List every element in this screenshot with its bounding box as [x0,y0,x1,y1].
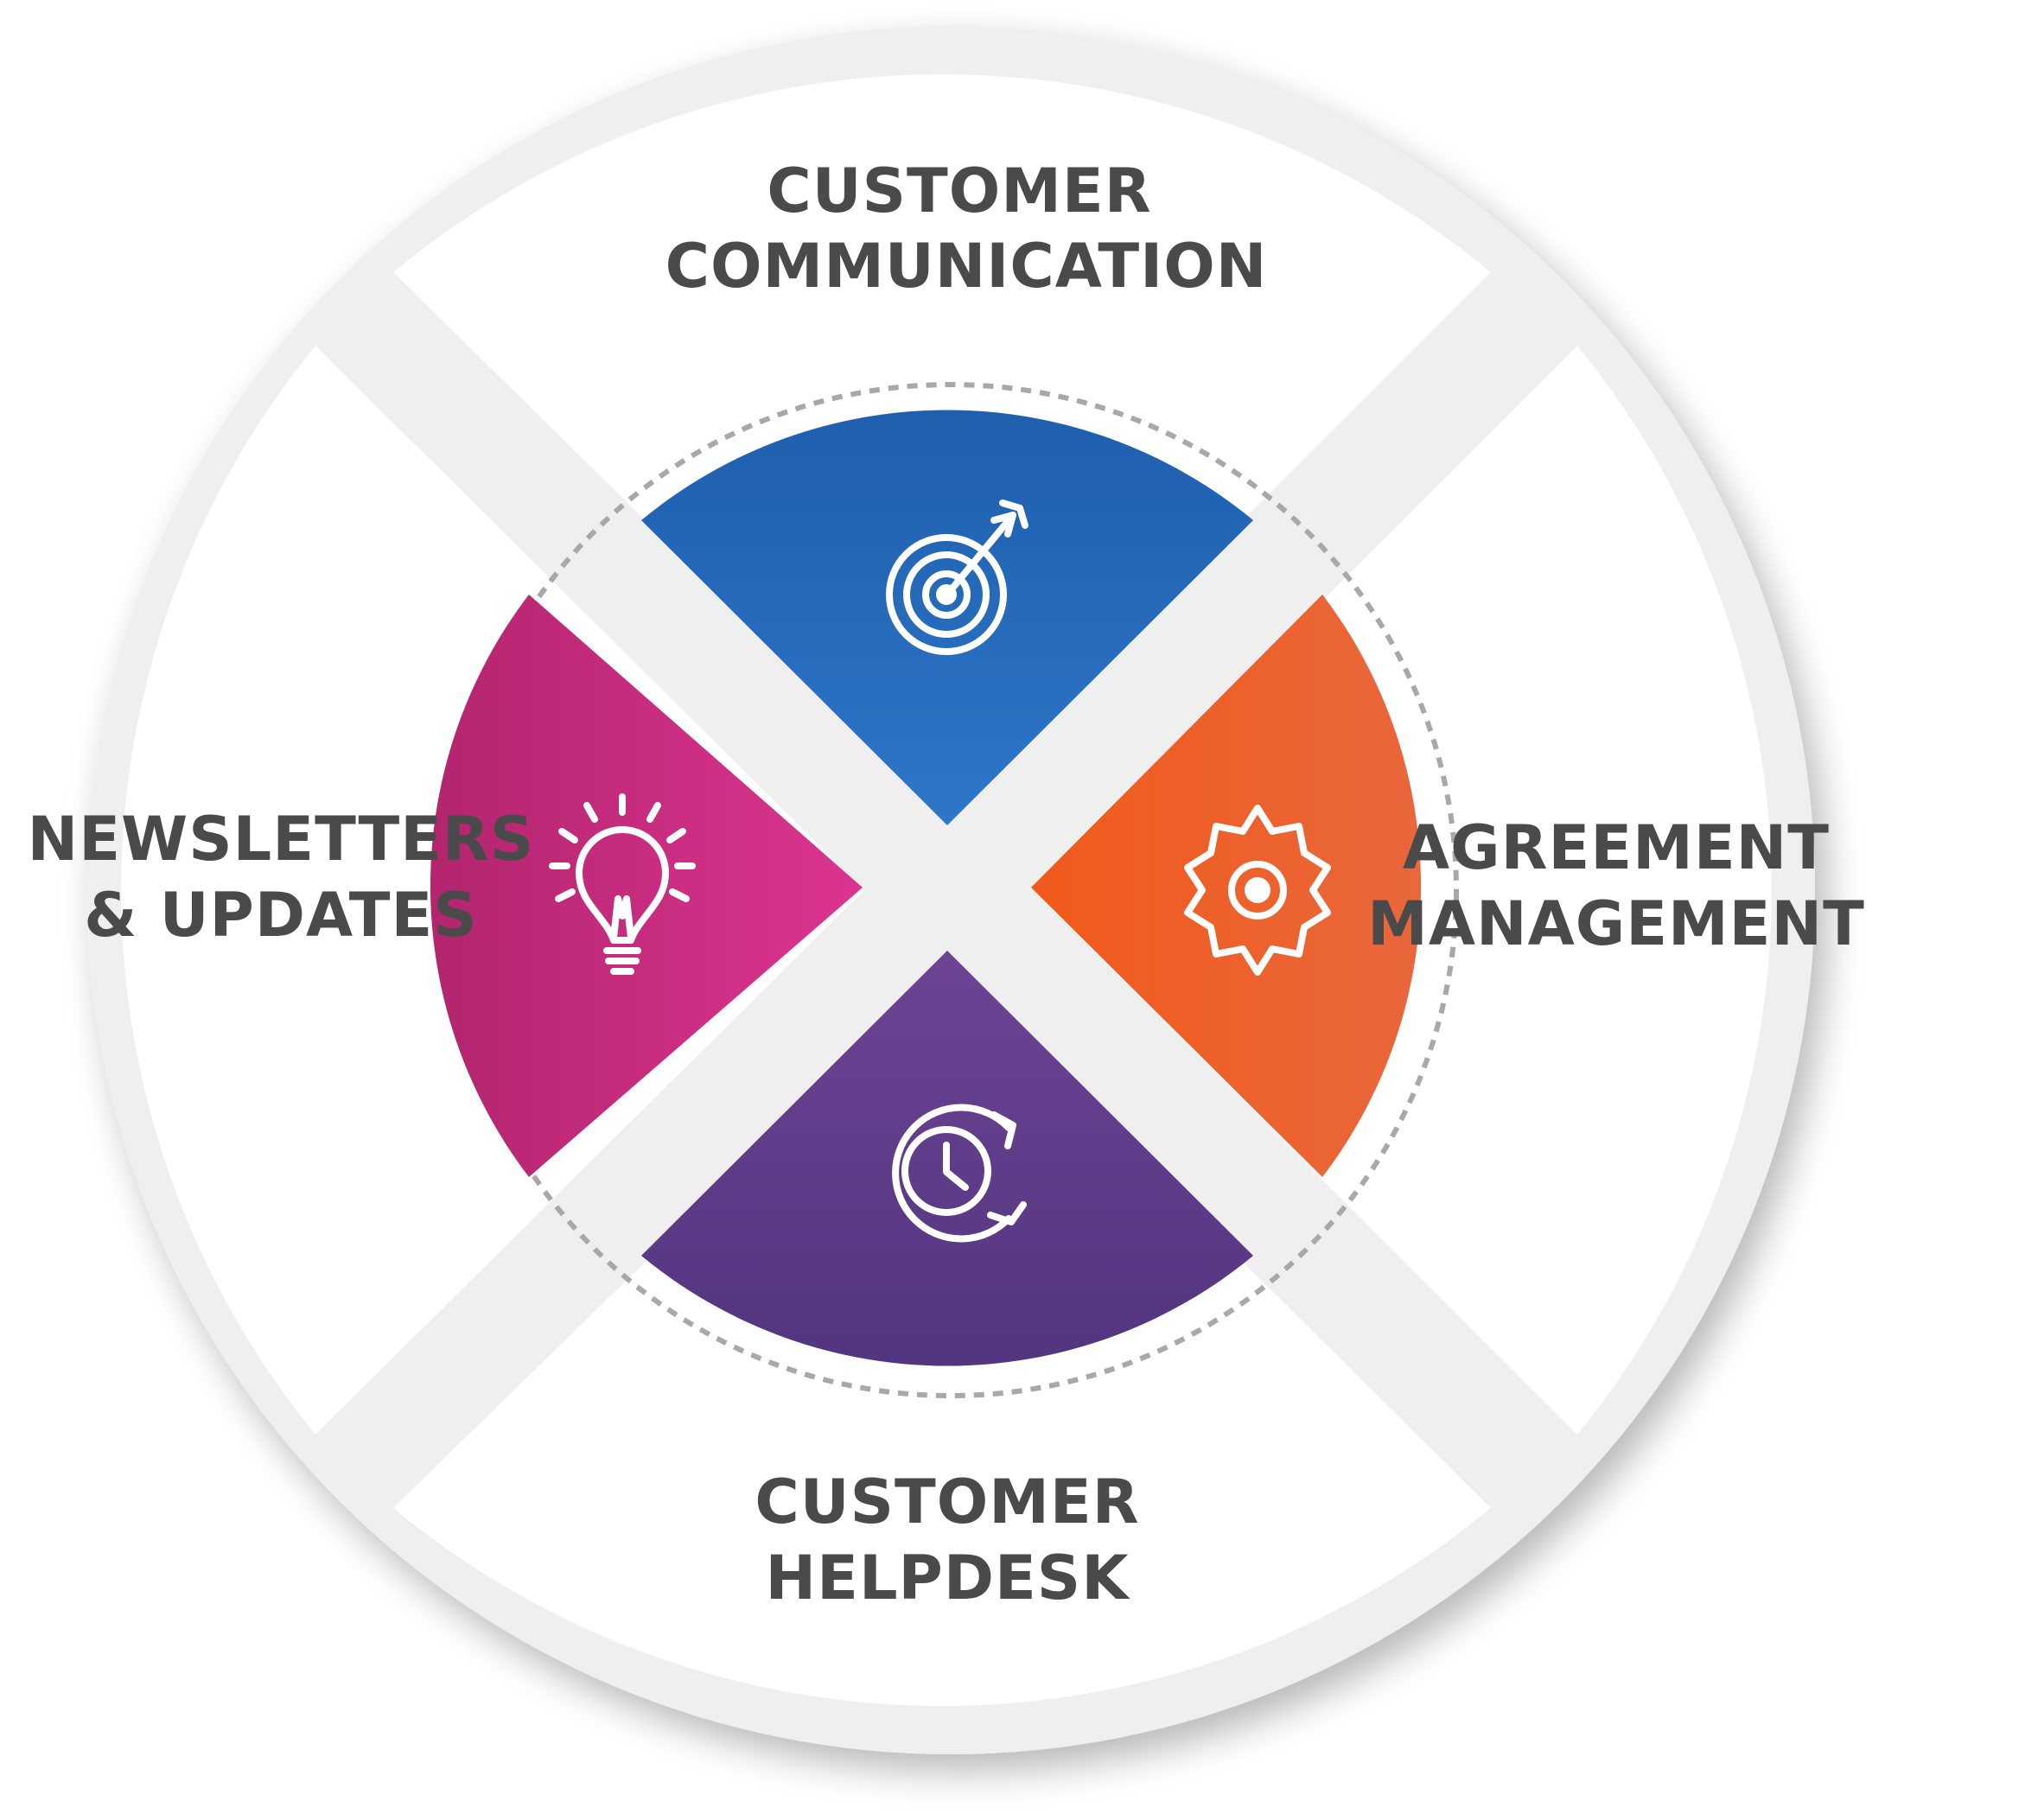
target-arrow-icon [886,500,1028,655]
label-customer-helpdesk-line2: HELPDESK [766,1543,1131,1613]
label-agreement-management-line1: AGREEMENT [1403,812,1830,883]
clock-refresh-icon [892,1104,1027,1243]
label-customer-helpdesk-line1: CUSTOMER [755,1467,1139,1537]
inner-segment-left [430,595,863,1177]
label-newsletters-updates-line1: NEWSLETTERS [28,804,535,875]
label-agreement-management-line2: MANAGEMENT [1367,888,1865,959]
inner-segment-right [1031,595,1422,1177]
diagram-base-disc [86,26,1815,1754]
label-newsletters-updates-line2: & UPDATES [84,880,477,951]
label-customer-communication-line2: COMMUNICATION [665,231,1268,302]
gear-icon [1184,805,1331,976]
lightbulb-icon [549,793,696,975]
label-customer-communication-line1: CUSTOMER [767,156,1151,226]
